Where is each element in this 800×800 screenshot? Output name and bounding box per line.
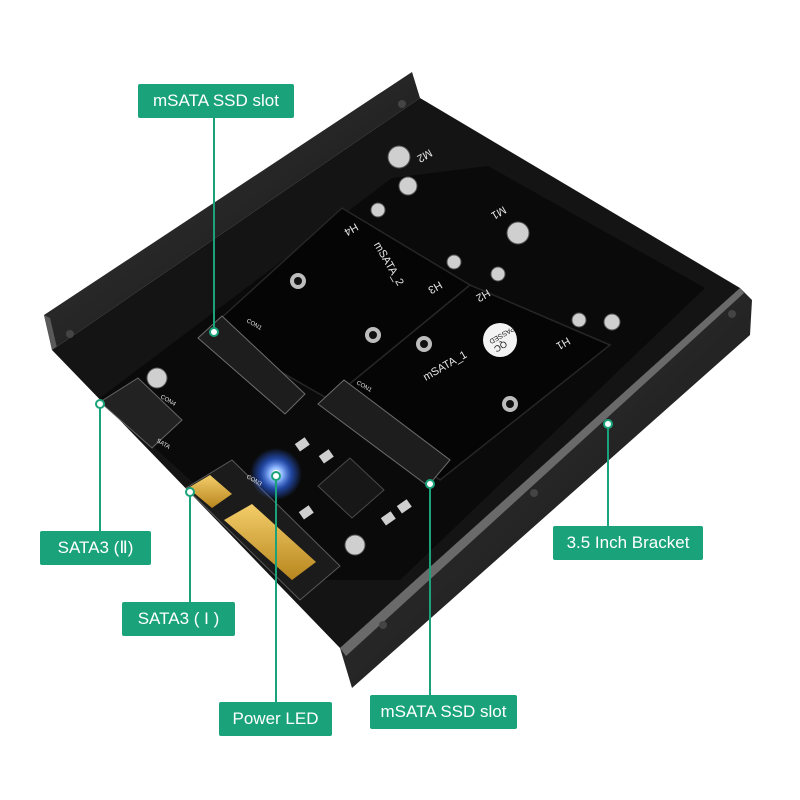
sata1-gold-fingers-small bbox=[188, 475, 232, 508]
callout-text: SATA3 (Ⅱ) bbox=[57, 538, 134, 557]
bracket-front-rail-top bbox=[340, 288, 744, 656]
bracket-front-rail bbox=[340, 288, 752, 688]
bracket-hole bbox=[66, 330, 74, 338]
callout-msata-ssd-slot-bottom: mSATA SSD slot bbox=[370, 695, 517, 729]
msata-slot-lower-connector bbox=[317, 379, 451, 487]
callout-text: 3.5 Inch Bracket bbox=[566, 533, 690, 552]
screws bbox=[146, 145, 621, 556]
callout-text: mSATA SSD slot bbox=[380, 702, 507, 721]
smd-component bbox=[380, 511, 396, 526]
card-hole bbox=[369, 331, 377, 339]
callout-sata3-ii: SATA3 (Ⅱ) bbox=[40, 531, 151, 565]
callout-3-5-inch-bracket: 3.5 Inch Bracket bbox=[553, 526, 703, 560]
card-hole bbox=[420, 340, 428, 348]
smd-component bbox=[318, 449, 334, 464]
pcb-board: M2 M1 H4 H3 H2 H1 mSATA_2 mSATA_1 QC PAS… bbox=[99, 145, 705, 601]
smd-component bbox=[396, 499, 412, 514]
callout-text: mSATA SSD slot bbox=[153, 91, 279, 110]
bracket-back-rail-edge bbox=[44, 315, 58, 352]
bracket-hole bbox=[398, 100, 406, 108]
sata2-connector bbox=[99, 377, 183, 449]
card-hole bbox=[506, 400, 514, 408]
card-hole bbox=[294, 277, 302, 285]
callout-text: Power LED bbox=[232, 709, 319, 728]
callout-text: SATA3 ( I ) bbox=[137, 609, 220, 628]
callout-sata3-i: SATA3 ( I ) bbox=[122, 602, 235, 636]
bracket-back-rail bbox=[44, 72, 420, 350]
smd-component bbox=[294, 437, 310, 452]
bracket-hole bbox=[530, 489, 538, 497]
smd-component bbox=[298, 505, 314, 520]
sata1-gold-fingers-large bbox=[224, 504, 316, 580]
bracket-hole bbox=[379, 621, 387, 629]
bracket-hole bbox=[728, 310, 736, 318]
callout-dots bbox=[95, 327, 613, 497]
callout-msata-ssd-slot-top: mSATA SSD slot bbox=[138, 84, 294, 118]
callout-power-led: Power LED bbox=[219, 702, 332, 736]
qc-sticker bbox=[483, 323, 517, 357]
controller-chip bbox=[317, 457, 385, 519]
